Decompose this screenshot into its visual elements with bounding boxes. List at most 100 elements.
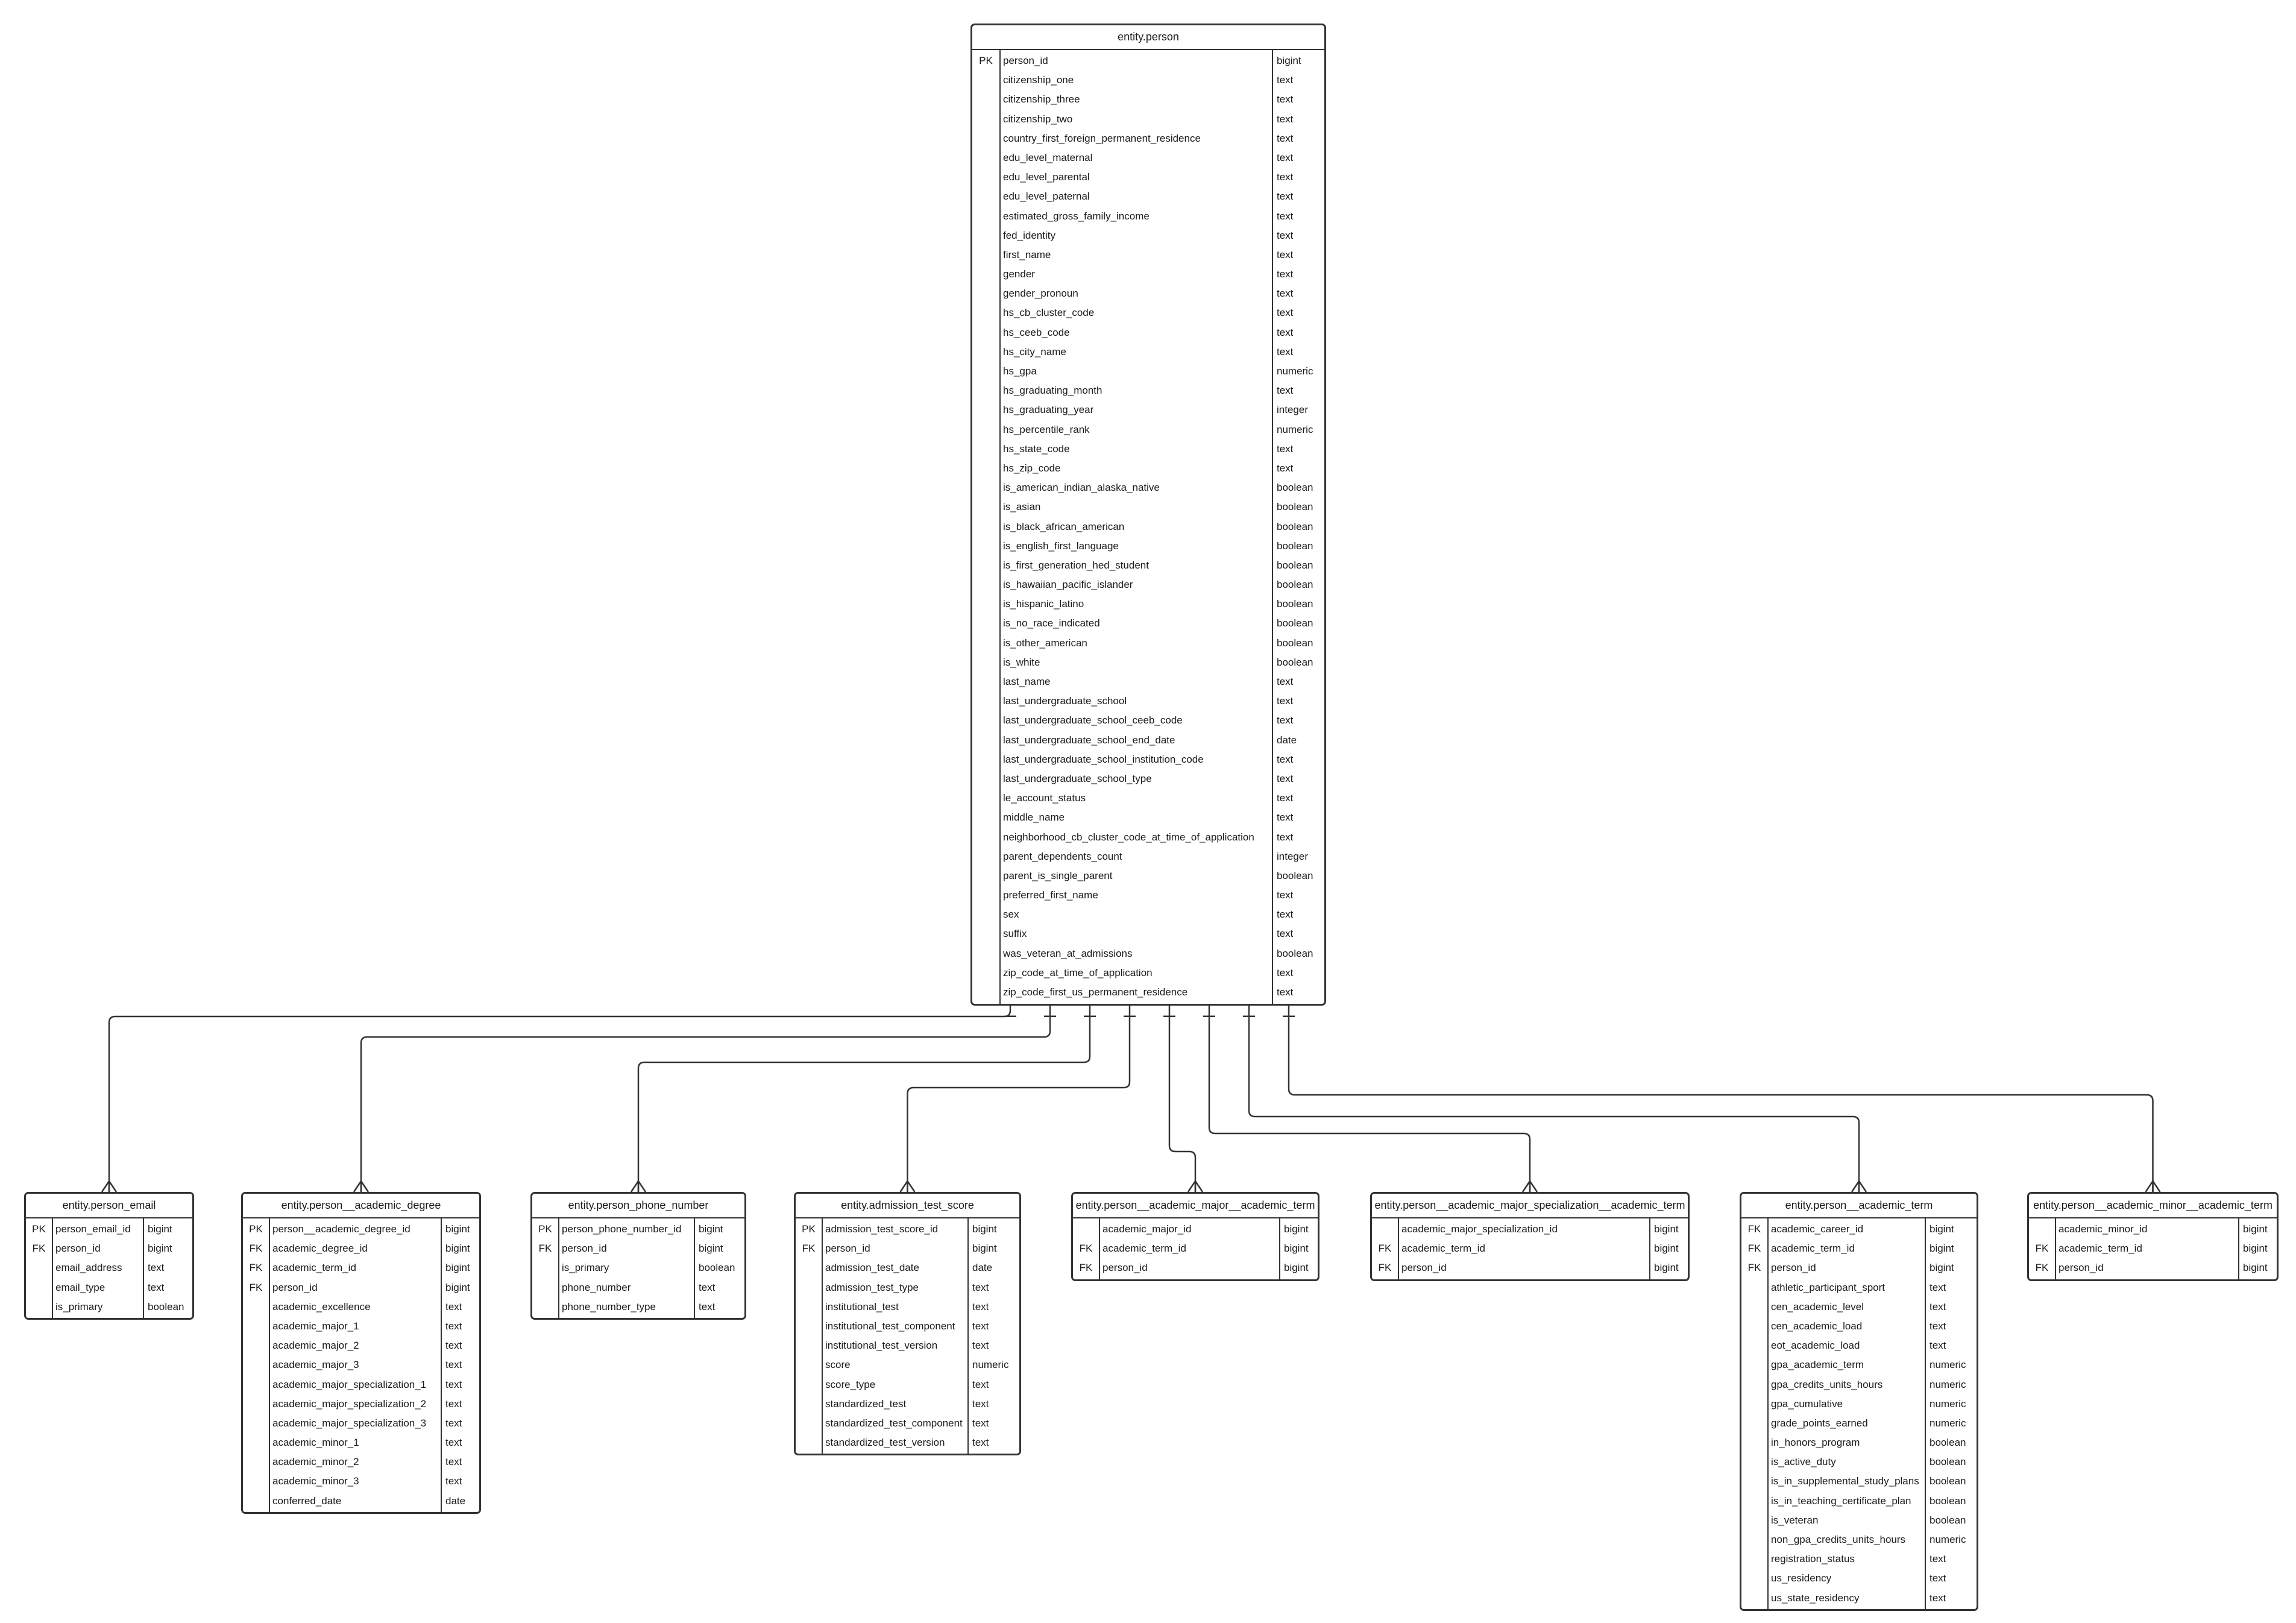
entity-table-person-academic-minor-academic-term[interactable]: entity.person__academic_minor__academic_… (2027, 1192, 2279, 1281)
column-row[interactable]: country_first_foreign_permanent_residenc… (972, 129, 1324, 148)
column-row[interactable]: neighborhood_cb_cluster_code_at_time_of_… (972, 828, 1324, 847)
column-row[interactable]: last_undergraduate_school_institution_co… (972, 750, 1324, 769)
entity-table-person-academic-major-academic-term[interactable]: entity.person__academic_major__academic_… (1071, 1192, 1319, 1281)
entity-table-person-academic-major-specialization-academic-term[interactable]: entity.person__academic_major_specializa… (1370, 1192, 1690, 1281)
